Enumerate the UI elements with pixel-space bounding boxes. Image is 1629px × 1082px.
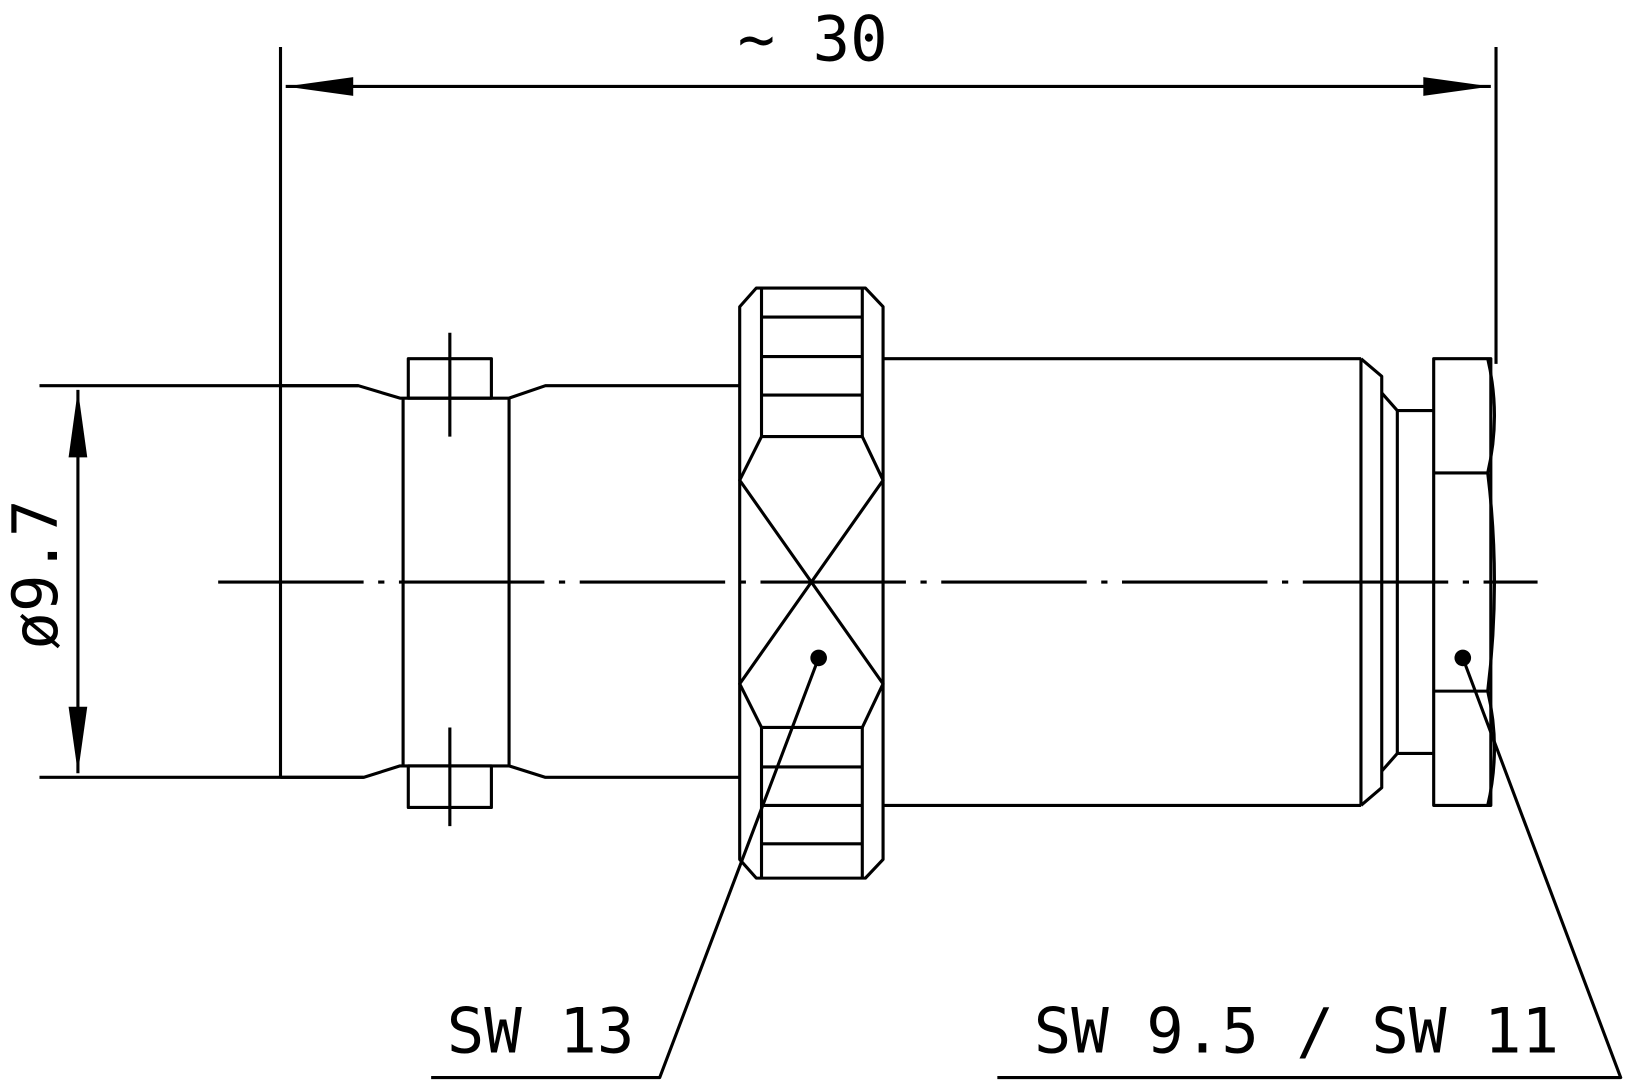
length-dimension: ~ 30 [278,3,1498,778]
hex-nut-sw13 [738,286,885,880]
length-label: ~ 30 [738,3,888,76]
diameter-dimension: ø9.7 [0,384,364,779]
callout-sw95-sw11: SW 9.5 / SW 11 [997,649,1623,1080]
arrowhead-top [68,389,88,458]
callout-label-sw95-sw11: SW 9.5 / SW 11 [1034,995,1559,1068]
rear-body [883,357,1434,807]
diameter-label: ø9.7 [0,499,72,649]
leader-line [997,657,1623,1080]
callout-label-sw13: SW 13 [447,995,635,1068]
callout-sw13: SW 13 [431,649,827,1080]
arrowhead-bottom [68,706,88,774]
leader-line [431,657,821,1080]
front-body [280,332,740,827]
